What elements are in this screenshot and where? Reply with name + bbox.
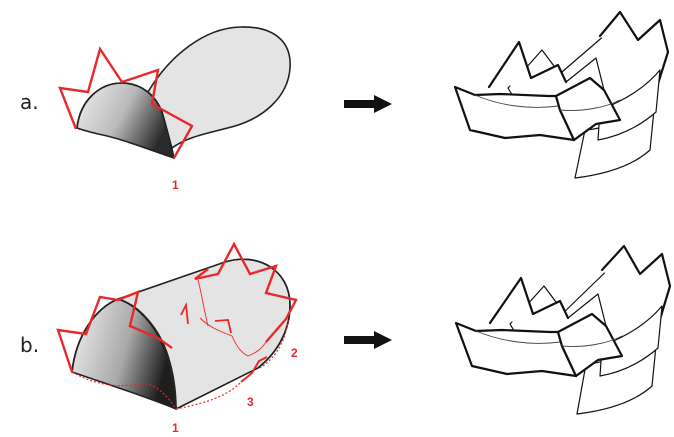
row-b-front-dotted: [71, 371, 177, 410]
row-b-crease-pattern: [56, 241, 298, 410]
row-a-fold-mid-edge: [487, 40, 568, 89]
row-a-surface: [76, 26, 291, 159]
row-b-front-zigzag: [56, 290, 173, 373]
row-a: a. 1: [20, 26, 291, 192]
row-b-inner-crease-1: [180, 301, 189, 325]
row-b-back-rim: [224, 258, 291, 369]
row-a-fold-crease-1: [474, 94, 559, 108]
row-b-arrow: [344, 331, 392, 349]
row-a-label: a.: [20, 90, 39, 114]
row-a-crease-pattern: [58, 46, 194, 159]
row-a-back-surface: [147, 26, 291, 149]
row-b-fold-back-edge: [600, 244, 672, 328]
row-b-back-zigzag: [194, 241, 298, 343]
row-b-marker-1: 1: [172, 421, 179, 435]
row-b-fold-mid-edge: [488, 276, 570, 325]
row-b-fold-crease-1: [475, 330, 561, 344]
row-a-arrow: [344, 95, 392, 113]
row-b-label: b.: [20, 333, 39, 357]
row-b-fold-lower-panel-2: [599, 305, 663, 377]
row-b-inner-crease-2: [214, 319, 232, 334]
row-b: b. 1 2 3: [20, 241, 298, 435]
row-b-marker-3: 3: [247, 395, 254, 409]
row-a-arch-edge: [76, 82, 175, 159]
row-a-crease-line: [58, 46, 194, 159]
row-b-folded-result: [454, 244, 672, 415]
row-a-fold-crease-2: [559, 99, 621, 111]
row-b-inner-path: [197, 279, 267, 357]
right-arrow-icon: [344, 95, 392, 349]
row-a-marker-1: 1: [172, 178, 179, 192]
row-b-back-dotted: [175, 319, 289, 410]
row-b-segment-3-crease: [240, 356, 268, 383]
row-b-marker-2: 2: [291, 346, 298, 360]
row-b-arch-edge: [71, 298, 177, 410]
row-b-fold-crease-2: [561, 335, 623, 347]
row-a-fold-lower-panel-2: [597, 69, 661, 141]
row-b-surface: [71, 258, 291, 411]
row-a-folded-result: [453, 10, 670, 179]
row-a-fold-back-edge: [598, 10, 670, 92]
